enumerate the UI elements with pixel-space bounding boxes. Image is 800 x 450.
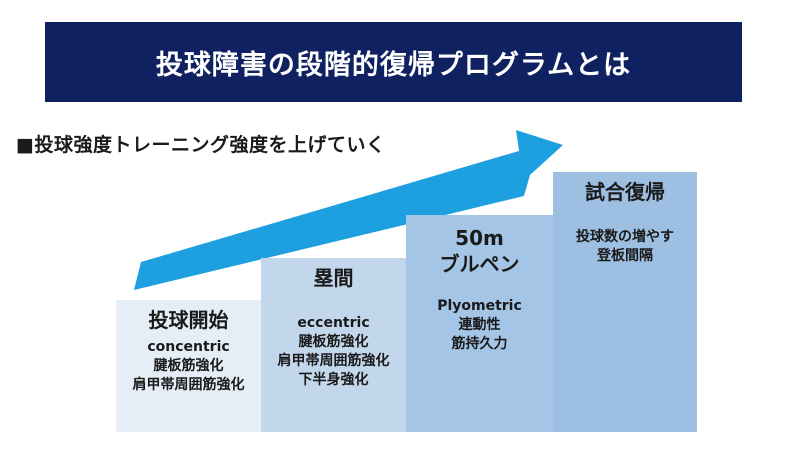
step-2-body: eccentric 腱板筋強化 肩甲帯周囲筋強化 下半身強化: [278, 314, 390, 390]
step-1-body-line: concentric: [147, 339, 230, 355]
step-3-body-line: 筋持久力: [451, 336, 508, 352]
step-2-body-line: 肩甲帯周囲筋強化: [277, 353, 390, 369]
title-banner: 投球障害の段階的復帰プログラムとは: [45, 22, 742, 102]
step-1-throwing-start: 投球開始 concentric 腱板筋強化 肩甲帯周囲筋強化: [116, 300, 261, 432]
step-1-body: concentric 腱板筋強化 肩甲帯周囲筋強化: [133, 338, 245, 395]
step-4-title: 試合復帰: [585, 180, 665, 204]
step-2-title-line: 塁間: [313, 266, 354, 290]
step-3-body: Plyometric 連動性 筋持久力: [437, 297, 522, 354]
step-1-title-line: 投球開始: [148, 308, 229, 332]
step-1-body-line: 腱板筋強化: [153, 358, 224, 374]
step-2-base-distance: 塁間 eccentric 腱板筋強化 肩甲帯周囲筋強化 下半身強化: [261, 258, 406, 432]
step-2-body-line: 腱板筋強化: [298, 334, 369, 350]
step-2-body-line: 下半身強化: [298, 372, 369, 388]
subtitle: ■投球強度トレーニング強度を上げていく: [16, 134, 386, 156]
step-4-body-line: 登板間隔: [597, 248, 653, 264]
step-3-title: 50m ブルペン: [440, 225, 520, 277]
step-2-title: 塁間: [314, 266, 354, 290]
step-3-body-line: Plyometric: [437, 298, 522, 314]
page-title: 投球障害の段階的復帰プログラムとは: [155, 49, 632, 81]
step-1-title: 投球開始: [149, 308, 229, 332]
step-4-title-line: 試合復帰: [585, 180, 665, 204]
step-3-bullpen: 50m ブルペン Plyometric 連動性 筋持久力: [406, 215, 553, 432]
progress-arrow-shape: [134, 130, 563, 290]
step-2-body-line: eccentric: [297, 315, 370, 331]
step-3-title-line: ブルペン: [439, 252, 520, 276]
step-4-body-line: 投球数の増やす: [576, 229, 674, 245]
step-1-body-line: 肩甲帯周囲筋強化: [132, 377, 245, 393]
step-3-title-line: 50m: [455, 226, 504, 250]
step-4-body: 投球数の増やす 登板間隔: [576, 228, 674, 266]
step-3-body-line: 連動性: [458, 317, 501, 333]
step-4-game-return: 試合復帰 投球数の増やす 登板間隔: [553, 172, 697, 432]
